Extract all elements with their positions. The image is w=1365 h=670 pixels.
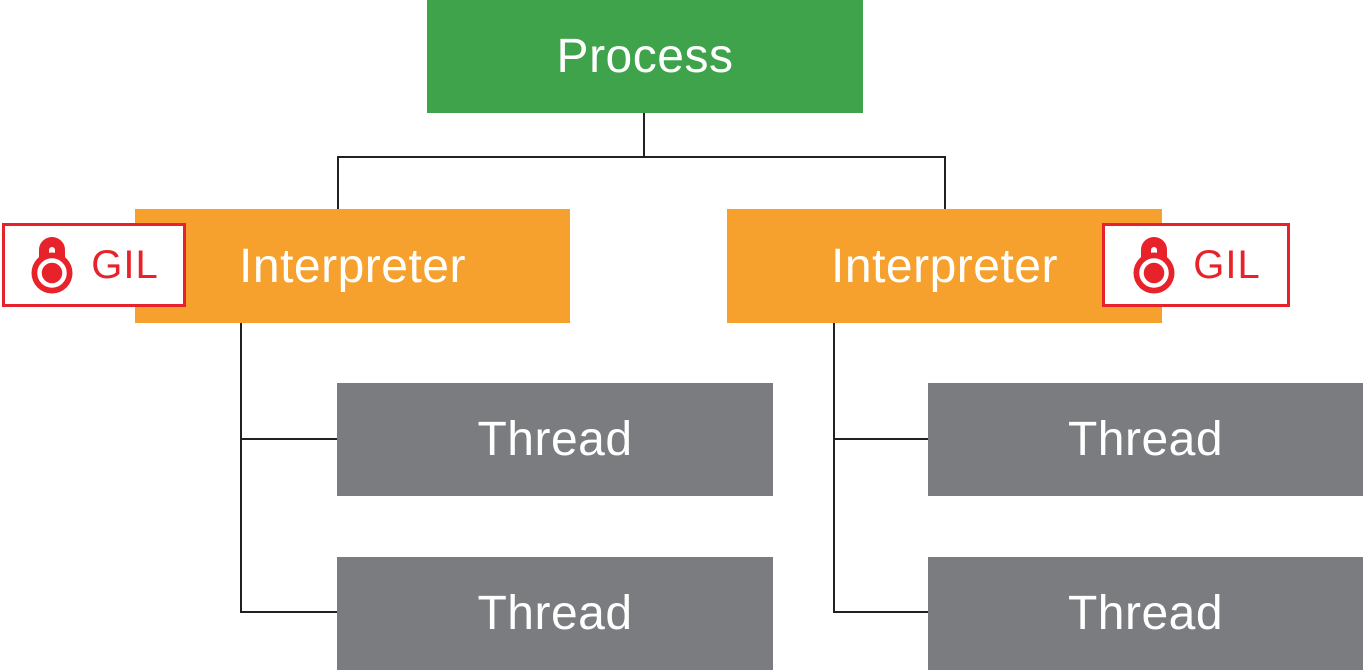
connector-drop-left-interpreter [337,156,339,210]
gil-label: GIL [91,242,159,287]
gil-badge-left: GIL [2,223,186,307]
connector-spine-left [240,322,242,613]
connector-branch-right-thread-1 [833,438,928,440]
padlock-icon [1131,232,1177,299]
connector-spine-right [833,322,835,613]
interpreter-right-label: Interpreter [831,239,1058,293]
thread-node: Thread [337,557,773,670]
process-node: Process [427,0,863,113]
interpreter-left-label: Interpreter [239,239,466,293]
thread-node: Thread [337,383,773,496]
thread-node: Thread [928,383,1363,496]
interpreter-right-node: Interpreter [727,209,1162,323]
gil-badge-right: GIL [1102,223,1290,307]
interpreter-left-node: Interpreter [135,209,570,323]
connector-process-trunk [643,113,645,158]
thread-node: Thread [928,557,1363,670]
gil-label: GIL [1193,242,1261,287]
thread-label: Thread [1067,413,1224,466]
padlock-icon [29,232,75,299]
connector-branch-right-thread-2 [833,611,928,613]
thread-label: Thread [477,587,633,640]
process-label: Process [556,30,734,83]
connector-top-horizontal [337,156,946,158]
connector-branch-left-thread-1 [240,438,337,440]
connector-drop-right-interpreter [944,156,946,210]
thread-label: Thread [1067,587,1224,640]
connector-branch-left-thread-2 [240,611,337,613]
thread-label: Thread [477,413,633,466]
